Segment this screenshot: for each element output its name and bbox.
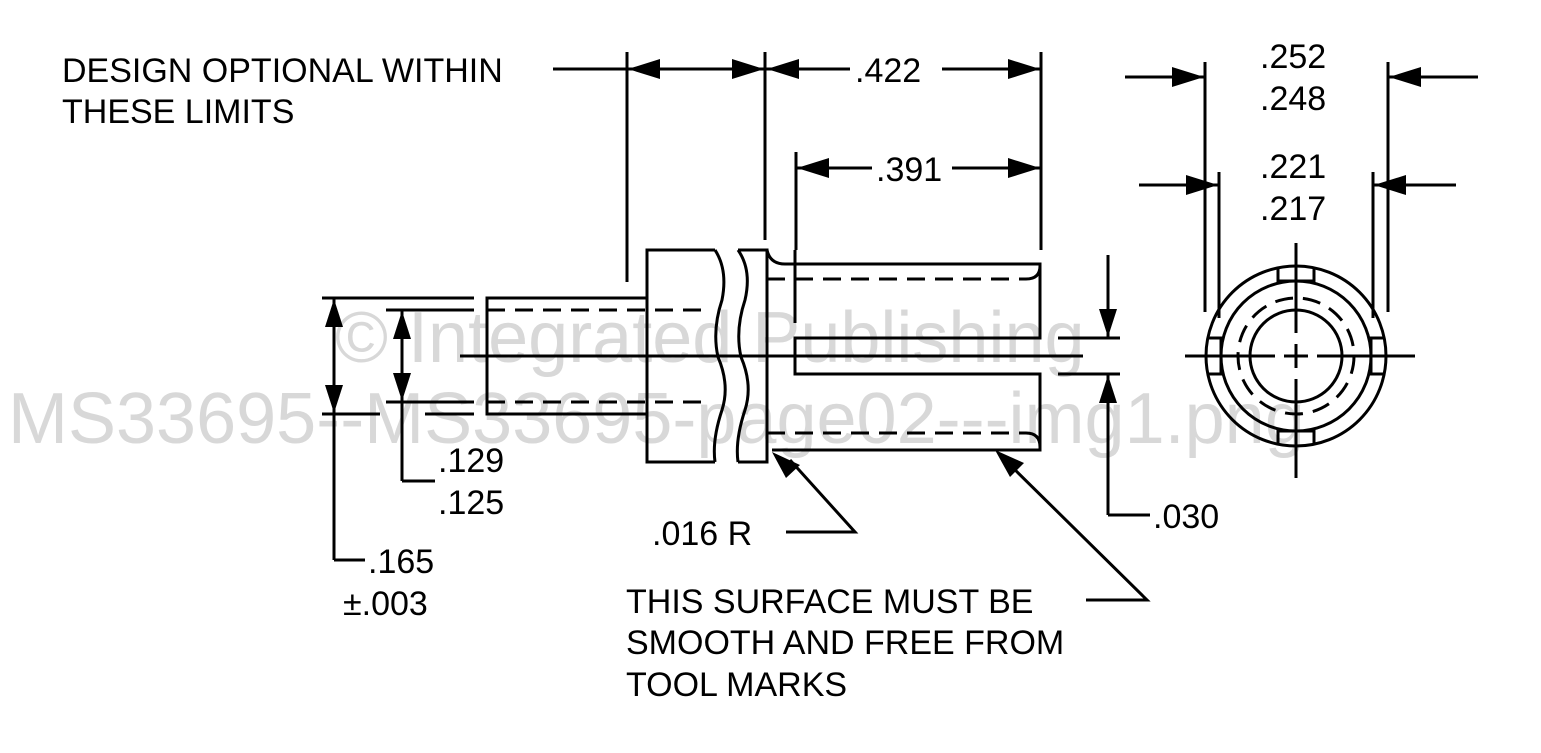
dim-inner-dia-min: .217 xyxy=(1260,190,1326,228)
dim-outer-dia: .252 .248 xyxy=(1125,38,1478,312)
dim-fillet-radius: .016 R xyxy=(652,515,752,553)
dim-slot-width: .030 xyxy=(1153,498,1219,536)
dim-shank-dia-min: .125 xyxy=(438,484,504,522)
dim-slot-030: .030 xyxy=(1058,255,1219,536)
dim-head-dia-tol: ±.003 xyxy=(343,585,428,623)
dim-391: .391 xyxy=(794,151,1040,250)
dim-outer-dia-max: .252 xyxy=(1260,38,1326,76)
end-view xyxy=(1185,243,1415,478)
dim-outer-dia-min: .248 xyxy=(1260,80,1326,118)
note-surface-1: THIS SURFACE MUST BE xyxy=(626,583,1033,621)
note-surface-3: TOOL MARKS xyxy=(626,666,847,704)
note-design-optional-1: DESIGN OPTIONAL WITHIN xyxy=(62,52,503,90)
body xyxy=(765,249,1042,452)
side-view xyxy=(460,248,1083,464)
callout-surface-finish: THIS SURFACE MUST BE SMOOTH AND FREE FRO… xyxy=(626,450,1151,704)
watermark-line-2: MS33695--MS33695-page02---img1.png xyxy=(8,379,1305,459)
dim-shank-dia-max: .129 xyxy=(438,442,504,480)
callout-fillet-radius: .016 R xyxy=(652,452,859,553)
dim-inner-dia-max: .221 xyxy=(1260,148,1326,186)
dim-422: .422 xyxy=(766,52,1043,250)
dim-129: .129 .125 xyxy=(386,308,504,522)
note-design-optional-2: THESE LIMITS xyxy=(62,93,294,131)
dim-165: .165 ±.003 xyxy=(322,296,474,623)
note-surface-2: SMOOTH AND FREE FROM xyxy=(626,624,1064,662)
dim-head-dia: .165 xyxy=(368,543,434,581)
dim-design-optional xyxy=(553,52,767,282)
dim-bore-depth: .391 xyxy=(876,151,942,189)
dim-overall-length: .422 xyxy=(855,52,921,90)
dim-inner-dia: .221 .217 xyxy=(1139,148,1456,318)
